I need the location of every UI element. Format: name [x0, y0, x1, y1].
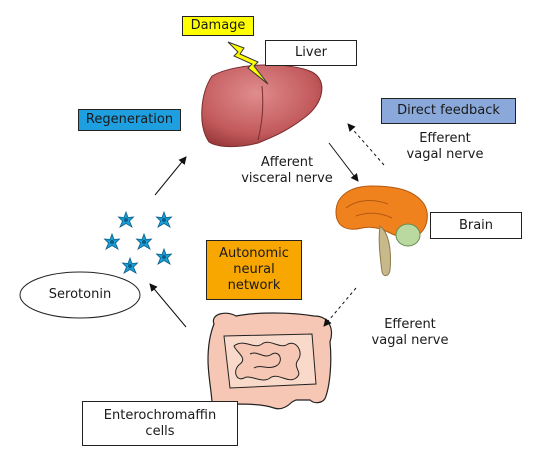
intestine-organ-icon [207, 312, 333, 433]
serotonin-label: Serotonin [48, 287, 112, 302]
brain-label: Brain [430, 212, 522, 239]
liver-organ-icon [201, 64, 323, 148]
damage-label: Damage [182, 16, 254, 36]
autonomic-neural-network-label: Autonomic neural network [206, 240, 302, 300]
arrow-brain-to-liver-dashed [347, 123, 385, 166]
brain-organ-icon [335, 185, 428, 277]
liver-label: Liver [265, 40, 357, 66]
afferent-visceral-nerve-label: Afferent visceral nerve [241, 155, 333, 186]
regeneration-label: Regeneration [78, 109, 181, 131]
arrow-liver-to-brain [328, 142, 359, 182]
serotonin-ellipse [19, 271, 141, 319]
arrow-cells-to-serotonin [149, 283, 187, 328]
efferent-vagal-nerve-top-label: Efferent vagal nerve [406, 131, 484, 162]
arrow-brain-to-intestine-dashed [323, 287, 357, 327]
direct-feedback-label: Direct feedback [381, 98, 516, 124]
serotonin-molecule-icon [104, 211, 172, 274]
lightning-bolt-icon [227, 41, 269, 85]
arrow-serotonin-to-liver [154, 156, 187, 196]
efferent-vagal-nerve-bottom-label: Efferent vagal nerve [371, 317, 449, 348]
enterochromaffin-cells-label: Enterochromaffin cells [82, 401, 238, 446]
